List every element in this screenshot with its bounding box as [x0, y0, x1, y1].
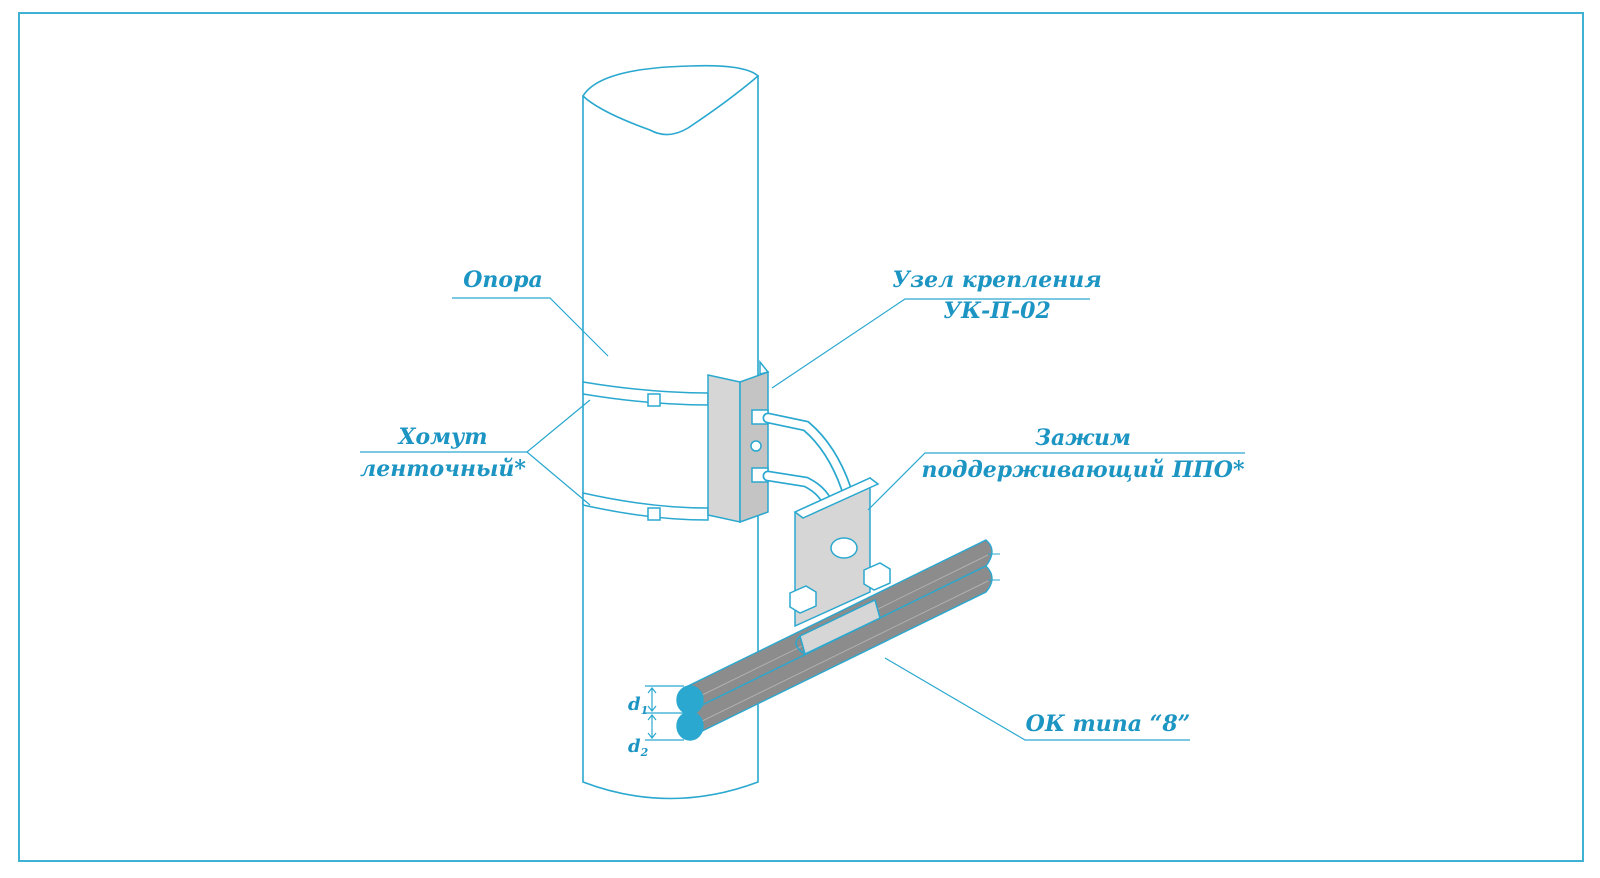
clamp-hook-eye: [830, 537, 858, 559]
dimension-d1-label: d1: [628, 694, 648, 717]
label-cable: ОК типа “8”: [1026, 711, 1191, 737]
label-mount-line2: УК-П-02: [943, 298, 1051, 324]
clamp-plate-top: [793, 477, 880, 519]
clamp-bolt-right: [863, 562, 891, 591]
drawing-frame: [18, 12, 1584, 862]
dimension-marks: [645, 685, 684, 741]
label-support: Опора: [463, 267, 542, 293]
label-mount-line1: Узел крепления: [892, 267, 1102, 293]
dimension-d2-label: d2: [628, 736, 649, 759]
band-clamp-lower: [582, 492, 709, 521]
leader-support: [452, 297, 609, 357]
cable-end-lower: [676, 711, 704, 741]
label-clamp-line2: ленточный*: [360, 456, 526, 482]
leader-lines: [360, 297, 1245, 741]
bracket-plate-side: [707, 374, 741, 523]
bracket-hole: [750, 440, 762, 452]
label-clamp-line1: Хомут: [396, 424, 487, 450]
leader-clamp-lower: [526, 451, 591, 506]
cable-end-upper: [676, 685, 704, 715]
pole: [581, 64, 760, 800]
leader-cable: [884, 657, 1190, 741]
suspension-clamp: [789, 476, 891, 628]
label-grip-line1: Зажим: [1035, 425, 1131, 451]
clamp-bolt-left: [789, 585, 817, 614]
leader-grip: [867, 452, 1245, 511]
leader-mount: [771, 298, 1090, 389]
mounting-bracket: [707, 359, 770, 524]
pole-top: [581, 64, 760, 136]
pole-body: [582, 75, 759, 800]
label-grip-line2: поддерживающий ППО*: [922, 457, 1245, 483]
clamp-sleeve: [795, 598, 881, 656]
